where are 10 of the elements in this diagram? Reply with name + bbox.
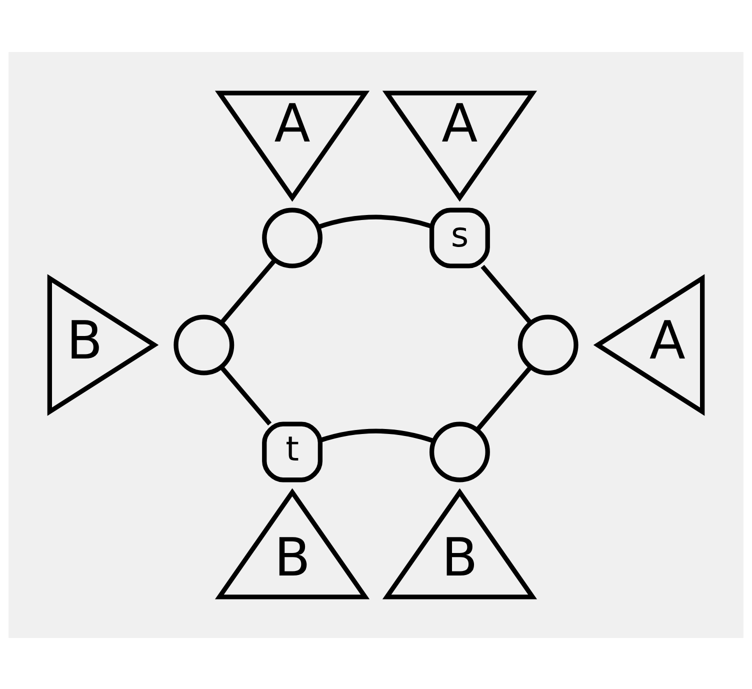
node-circle [518, 314, 578, 375]
connector [475, 365, 532, 431]
connector [480, 264, 532, 324]
node-circle [262, 207, 323, 268]
connector [320, 428, 434, 443]
connector [220, 258, 277, 324]
node-circle [174, 314, 234, 375]
connector [220, 365, 272, 426]
node-circle [429, 421, 490, 482]
connector [318, 214, 432, 229]
